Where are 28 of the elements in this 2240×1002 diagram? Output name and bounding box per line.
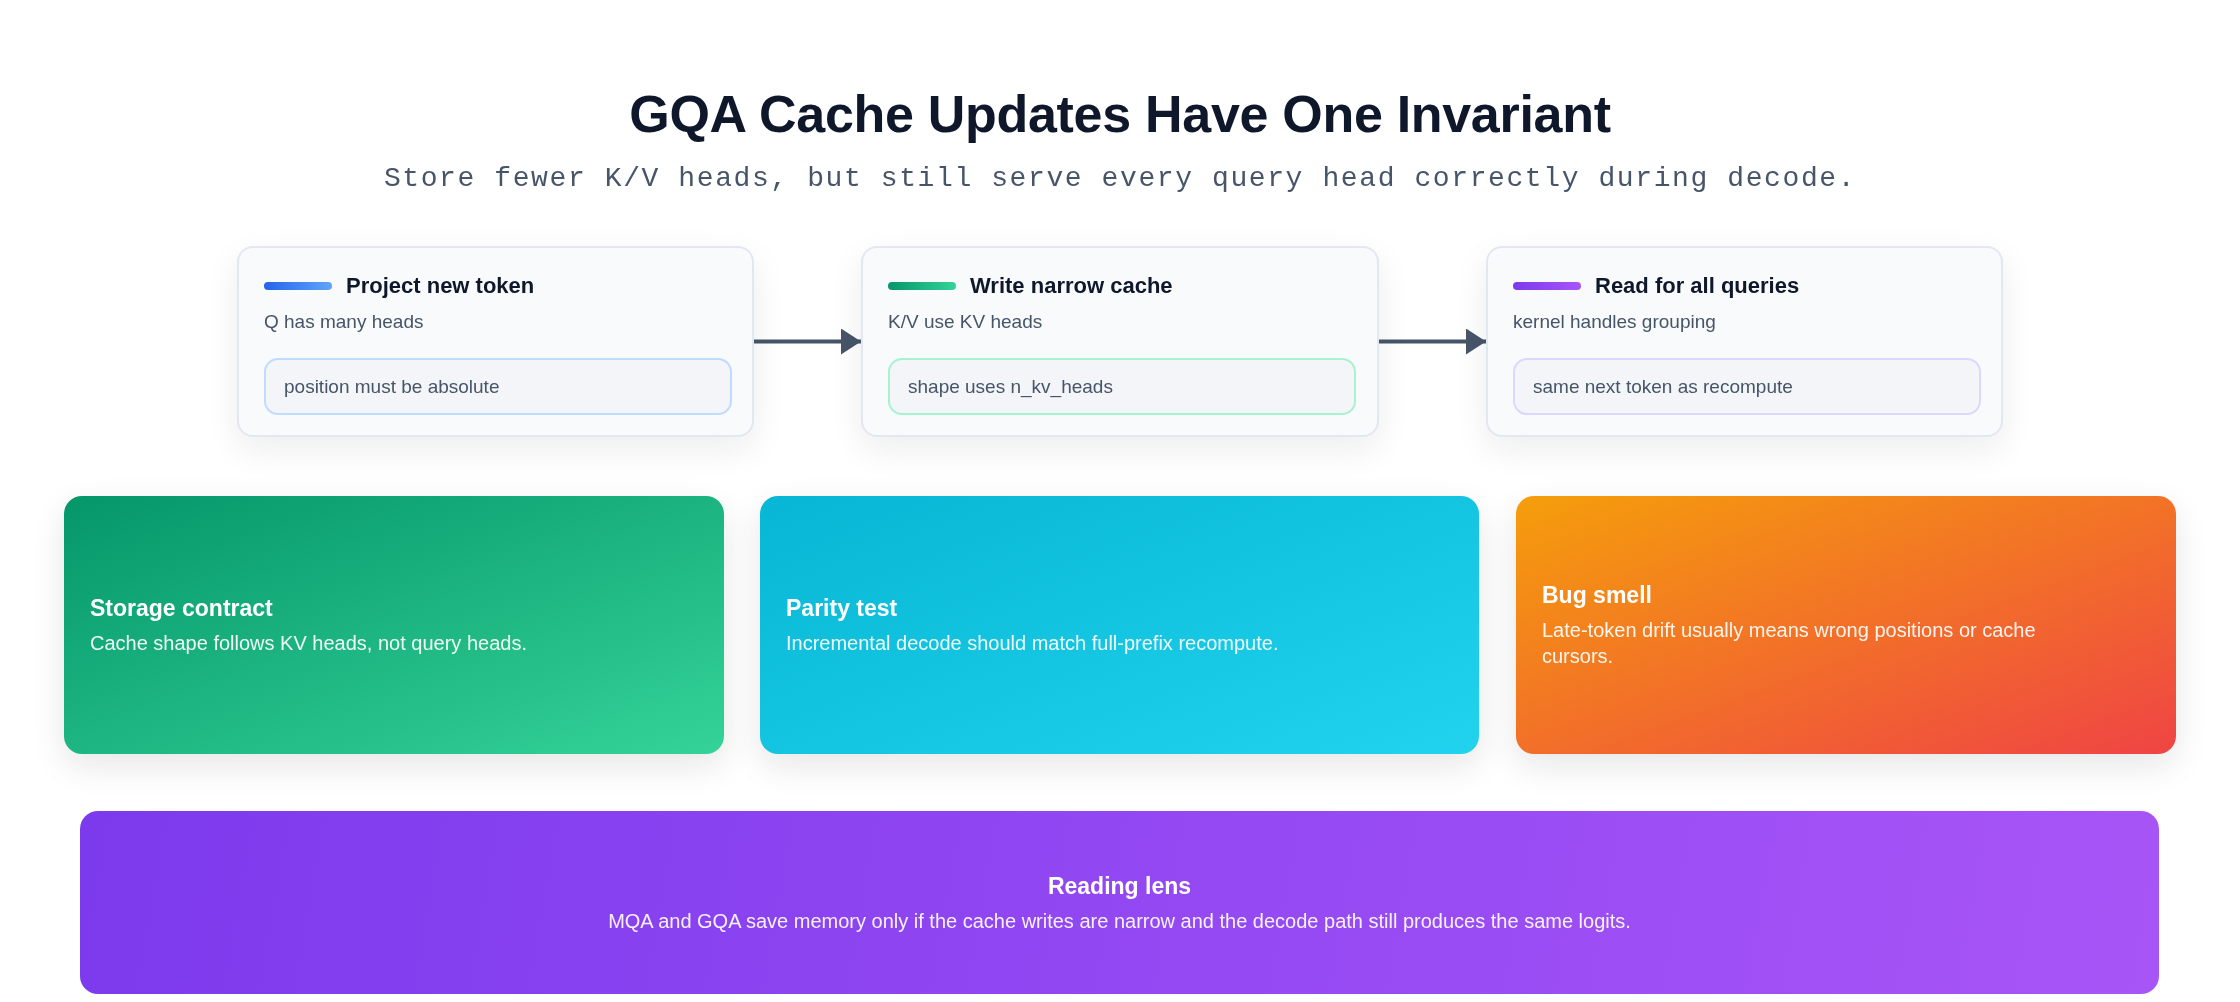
card-heading: Parity test [786, 594, 898, 622]
card-description: Cache shape follows KV heads, not query heads. [90, 631, 527, 656]
card-description: K/V use KV heads [888, 310, 1043, 334]
card-heading: Reading lens [1047, 871, 1192, 900]
note-panel: shape uses n_kv_heads [888, 358, 1356, 415]
card-description: Incremental decode should match full-prefix recompute. [786, 631, 1279, 656]
note-panel: position must be absolute [264, 358, 732, 415]
step-card [861, 246, 1379, 437]
card-heading: Storage contract [90, 594, 273, 622]
summary-banner [80, 811, 2159, 994]
info-card [1516, 496, 2176, 754]
card-description: MQA and GQA save memory only if the cache writes are narrow and the decode path still produces the same logits. [608, 908, 1631, 934]
card-heading: Read for all queries [1595, 272, 1800, 300]
card-description: Q has many heads [264, 310, 424, 334]
note-panel: same next token as recompute [1513, 358, 1981, 415]
card-description: kernel handles grouping [1513, 310, 1716, 334]
arrow [754, 328, 861, 355]
step-card [1486, 246, 2003, 437]
info-card [64, 496, 724, 754]
card-description: Late-token drift usually means wrong positions or cache cursors. [1542, 618, 2037, 669]
arrow [1379, 328, 1486, 355]
subtitle: Store fewer K/V heads, but still serve every query head correctly during decode. [383, 162, 1857, 196]
card-heading: Project new token [346, 272, 535, 300]
card-heading: Write narrow cache [970, 272, 1173, 300]
step-card [237, 246, 754, 437]
title: GQA Cache Updates Have One Invariant [629, 84, 1611, 144]
card-heading: Bug smell [1542, 581, 1652, 609]
info-card [760, 496, 1479, 754]
